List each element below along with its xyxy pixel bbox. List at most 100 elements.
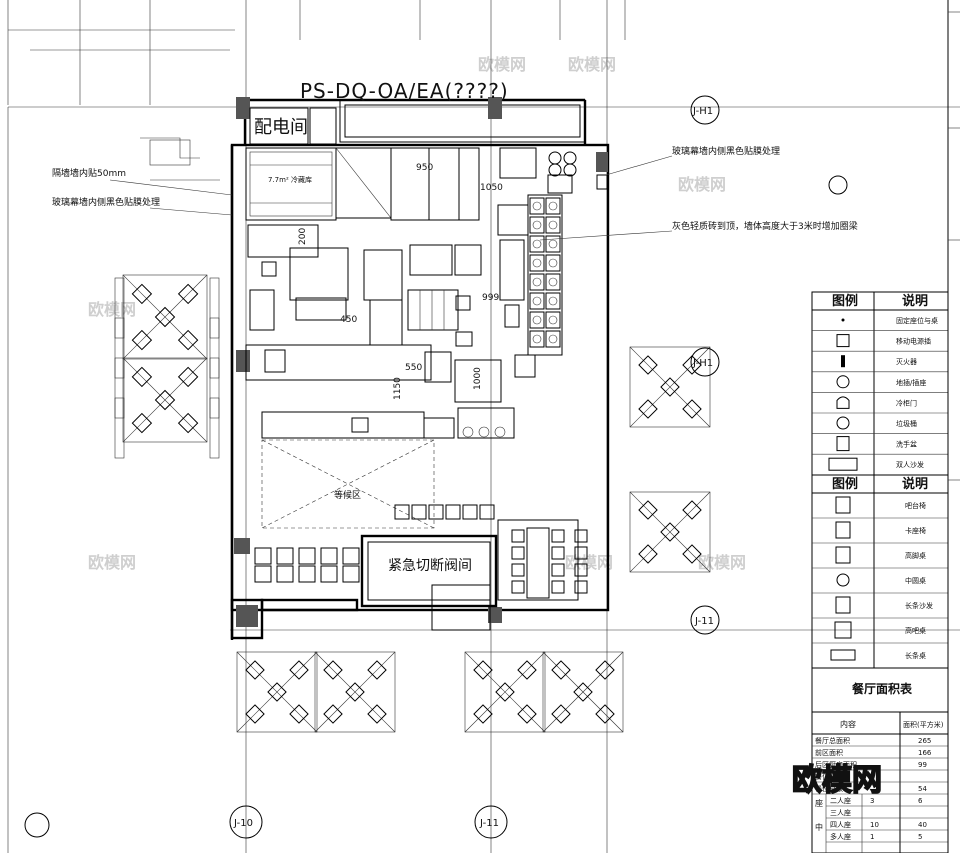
booth-seat-cushion xyxy=(532,315,542,325)
seat-row-name: 多人座 xyxy=(830,832,851,841)
booth-seat xyxy=(529,330,545,348)
annotations: 隔墙墙内贴50mm 玻璃幕墙内侧黑色贴膜处理 玻璃幕墙内侧黑色贴膜处理 灰色轻质… xyxy=(52,145,858,241)
area-row-value: 54 xyxy=(918,785,927,793)
umbrella-canopy xyxy=(629,491,711,573)
booth-seat-cushion xyxy=(548,315,558,325)
legend-header-symbol: 图例 xyxy=(832,293,858,309)
planter xyxy=(209,277,220,339)
booth-seat xyxy=(529,311,545,329)
legend-seat-icon xyxy=(835,521,851,539)
legend-item-label: 地插/插座 xyxy=(896,378,926,387)
watermarks: 欧模网 欧模网 欧模网 欧模网 欧模网 欧模网 欧模网 xyxy=(88,55,746,572)
umbrella-canopy xyxy=(122,274,208,360)
umbrella-canopy xyxy=(314,651,396,733)
umbrella-table xyxy=(542,651,624,733)
chair xyxy=(551,529,565,543)
legend-item-label: 中圆桌 xyxy=(905,576,926,585)
legend-socket-icon xyxy=(836,334,850,348)
legend-high-table-icon xyxy=(834,621,852,639)
umbrella-table xyxy=(122,274,208,360)
chair xyxy=(551,580,565,594)
grid-bubble-label: J-11 xyxy=(479,818,499,829)
area-row-name: 后区厨房面积 xyxy=(815,760,857,769)
dim-1150: 1150 xyxy=(393,377,403,400)
chair xyxy=(511,580,525,594)
stool xyxy=(276,565,294,583)
umbrella-canopy xyxy=(236,651,318,733)
legend2-header-desc: 说明 xyxy=(902,476,928,492)
umbrella-canopy xyxy=(542,651,624,733)
outdoor-chair xyxy=(682,544,702,564)
watermark: 欧模网 xyxy=(698,553,746,572)
outdoor-umbrella-tables xyxy=(114,274,711,733)
umbrella-table xyxy=(122,357,208,443)
booth-seat-cushion xyxy=(548,201,558,211)
outdoor-chair xyxy=(517,660,537,680)
legend-arch-icon xyxy=(836,396,850,409)
booth-seat-cushion xyxy=(548,220,558,230)
outdoor-table xyxy=(154,389,176,411)
outdoor-table xyxy=(495,682,515,702)
booth-seat xyxy=(545,273,561,291)
outdoor-chair xyxy=(177,283,199,305)
column xyxy=(234,538,250,554)
booth-seat-cushion xyxy=(532,220,542,230)
legend-item-label: 卡座椅 xyxy=(905,526,926,535)
outdoor-chair xyxy=(638,355,658,375)
axis-lines xyxy=(7,0,960,853)
seat-row-group: 中 xyxy=(815,822,823,832)
outdoor-chair xyxy=(682,399,702,419)
waiting-area: 等候区 xyxy=(261,439,435,529)
booth-seat xyxy=(545,254,561,272)
chair xyxy=(551,563,565,577)
seat-row-count: 3 xyxy=(870,797,874,805)
emergency-valve-label: 紧急切断阀间 xyxy=(388,558,472,574)
legend-round-table-icon xyxy=(836,573,850,587)
umbrella-canopy xyxy=(629,346,711,428)
legend-header-desc: 说明 xyxy=(902,293,928,309)
dim-999: 999 xyxy=(482,293,499,303)
legend-dot-icon xyxy=(841,318,845,322)
outdoor-table xyxy=(660,377,680,397)
chair xyxy=(511,546,525,560)
booth-seat xyxy=(545,235,561,253)
grid-bubbles: J-H1 J-H1 J-11 J-10 J-11 xyxy=(24,95,848,839)
logo-text: 欧模网 xyxy=(792,763,882,798)
watermark: 欧模网 xyxy=(478,55,526,74)
umbrella-table xyxy=(464,651,546,733)
outdoor-chair xyxy=(367,660,387,680)
booth-seating xyxy=(527,194,563,356)
outdoor-chair xyxy=(177,366,199,388)
outdoor-chair xyxy=(551,704,571,724)
legend-sofa-icon xyxy=(828,457,858,471)
area-row-name: 前区面积 xyxy=(815,748,843,757)
title-block-strip xyxy=(947,0,960,853)
chair xyxy=(574,563,588,577)
booth-seat xyxy=(545,197,561,215)
bar-stools xyxy=(234,504,588,599)
booth-frame xyxy=(527,194,563,356)
watermark: 欧模网 xyxy=(88,300,136,319)
planter xyxy=(209,357,220,419)
planter xyxy=(114,397,125,459)
columns xyxy=(236,97,608,627)
area-table-head-value: 面积(平方米) xyxy=(903,720,944,729)
legend-item-label: 垃圾桶 xyxy=(896,419,917,428)
site-logo: 欧模网 xyxy=(791,762,883,799)
area-row-name: 餐位总数 xyxy=(815,784,843,793)
stool xyxy=(462,504,478,520)
booth-seat-cushion xyxy=(548,296,558,306)
planter xyxy=(209,397,220,459)
booth-seat xyxy=(545,330,561,348)
watermark: 欧模网 xyxy=(88,553,136,572)
planter xyxy=(114,357,125,419)
emergency-valve-room: 紧急切断阀间 xyxy=(360,519,579,631)
legend-item-label: 长条沙发 xyxy=(905,601,933,610)
area-row-value: 265 xyxy=(918,737,931,745)
kitchen: 7.7m² 冷藏库 950 1050 200 450 999 xyxy=(245,147,608,403)
legend-long-table-icon xyxy=(830,649,856,661)
landscape-left xyxy=(7,0,235,181)
note-right-1: 玻璃幕墙内侧黑色贴膜处理 xyxy=(672,145,780,157)
stool xyxy=(479,504,495,520)
